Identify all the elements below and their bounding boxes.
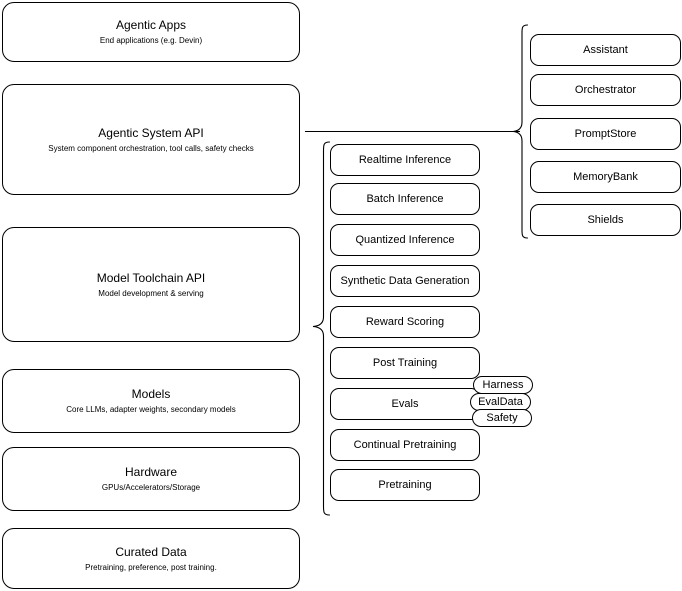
- layer-title: Agentic System API: [98, 125, 204, 140]
- layer-card-models[interactable]: Models Core LLMs, adapter weights, secon…: [2, 369, 300, 433]
- component-label: Pretraining: [378, 478, 432, 491]
- evals-tag-safety[interactable]: Safety: [472, 409, 532, 427]
- component-chip-pretraining[interactable]: Pretraining: [330, 469, 480, 501]
- layer-card-agentic-apps[interactable]: Agentic Apps End applications (e.g. Devi…: [2, 2, 300, 62]
- layer-subtitle: Model development & serving: [98, 288, 204, 298]
- component-label: Orchestrator: [574, 83, 637, 96]
- layer-title: Agentic Apps: [115, 18, 187, 32]
- component-label: PromptStore: [574, 127, 637, 140]
- component-label: Quantized Inference: [355, 233, 455, 246]
- layer-card-curated-data[interactable]: Curated Data Pretraining, preference, po…: [2, 528, 300, 589]
- evals-tag-harness[interactable]: Harness: [473, 376, 533, 394]
- component-chip-memorybank[interactable]: MemoryBank: [530, 161, 681, 193]
- evals-tag-label: EvalData: [478, 395, 523, 408]
- component-label: MemoryBank: [573, 170, 638, 183]
- component-chip-batch-inference[interactable]: Batch Inference: [330, 183, 480, 215]
- component-label: Continual Pretraining: [353, 438, 457, 451]
- layer-card-model-toolchain-api[interactable]: Model Toolchain API Model development & …: [2, 227, 300, 342]
- component-label: Shields: [587, 213, 624, 226]
- layer-card-hardware[interactable]: Hardware GPUs/Accelerators/Storage: [2, 447, 300, 511]
- component-chip-orchestrator[interactable]: Orchestrator: [530, 74, 681, 106]
- component-chip-post-training[interactable]: Post Training: [330, 347, 480, 379]
- component-chip-synthetic-data-generation[interactable]: Synthetic Data Generation: [330, 265, 480, 297]
- component-label: Realtime Inference: [358, 153, 452, 166]
- component-label: Reward Scoring: [365, 315, 445, 328]
- brace-toolchain-components: [312, 141, 330, 517]
- layer-title: Hardware: [124, 465, 178, 479]
- component-chip-continual-pretraining[interactable]: Continual Pretraining: [330, 429, 480, 461]
- component-label: Synthetic Data Generation: [340, 274, 470, 287]
- evals-tag-label: Harness: [482, 378, 524, 391]
- component-label: Assistant: [583, 43, 628, 56]
- component-label: Evals: [391, 397, 419, 410]
- layer-subtitle: End applications (e.g. Devin): [99, 36, 203, 45]
- layer-title: Models: [131, 387, 171, 401]
- component-label: Post Training: [372, 356, 438, 369]
- layer-title: Curated Data: [115, 544, 187, 559]
- connector-line-system-api-to-components: [305, 131, 520, 132]
- brace-system-components: [512, 24, 528, 239]
- layer-card-agentic-system-api[interactable]: Agentic System API System component orch…: [2, 84, 300, 195]
- component-chip-assistant[interactable]: Assistant: [530, 34, 681, 66]
- layer-subtitle: Pretraining, preference, post training.: [85, 562, 217, 572]
- evals-tag-label: Safety: [486, 411, 518, 424]
- layer-title: Model Toolchain API: [96, 270, 206, 285]
- layer-subtitle: GPUs/Accelerators/Storage: [101, 483, 201, 492]
- layer-subtitle: System component orchestration, tool cal…: [48, 143, 254, 153]
- component-chip-shields[interactable]: Shields: [530, 204, 681, 236]
- component-label: Batch Inference: [366, 192, 444, 205]
- component-chip-evals[interactable]: Evals: [330, 388, 480, 420]
- component-chip-realtime-inference[interactable]: Realtime Inference: [330, 144, 480, 176]
- layer-subtitle: Core LLMs, adapter weights, secondary mo…: [66, 405, 236, 414]
- component-chip-quantized-inference[interactable]: Quantized Inference: [330, 224, 480, 256]
- component-chip-promptstore[interactable]: PromptStore: [530, 118, 681, 150]
- component-chip-reward-scoring[interactable]: Reward Scoring: [330, 306, 480, 338]
